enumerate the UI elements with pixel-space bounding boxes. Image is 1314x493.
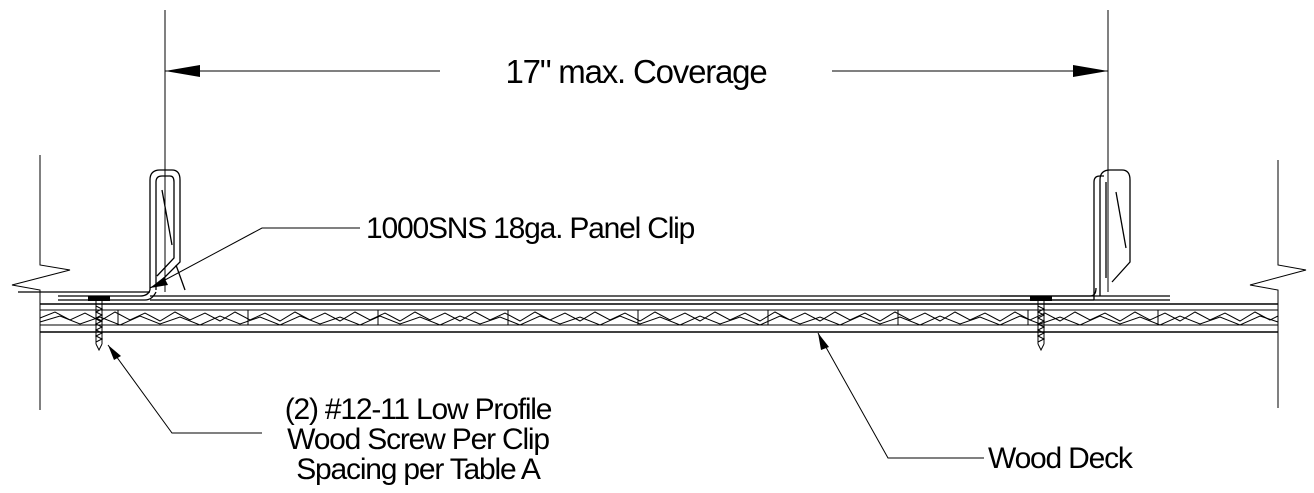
wood-deck-callout: Wood Deck [988, 442, 1134, 475]
dimension-arrow-left [165, 65, 200, 77]
coverage-dimension-label: 17" max. Coverage [506, 53, 767, 90]
break-line-left [11, 155, 71, 410]
panel-clip-left [18, 289, 157, 301]
wood-screw-left [88, 296, 110, 352]
leader-panel-clip [149, 227, 360, 289]
break-line-right [1249, 160, 1307, 408]
screw-callout-line-3: Spacing per Table A [296, 453, 541, 486]
dimension-arrow-right [1073, 65, 1108, 77]
screw-callout-line-1: (2) #12-11 Low Profile [285, 393, 552, 426]
leader-wood-deck [817, 332, 984, 459]
dimension-line [164, 10, 1109, 292]
metal-panel [149, 169, 1170, 301]
screw-callout-line-2: Wood Screw Per Clip [287, 423, 549, 456]
leader-wood-screw [107, 344, 262, 434]
wood-screw-right [1030, 296, 1052, 352]
wood-deck [39, 303, 1279, 333]
panel-clip-callout: 1000SNS 18ga. Panel Clip [366, 212, 695, 245]
